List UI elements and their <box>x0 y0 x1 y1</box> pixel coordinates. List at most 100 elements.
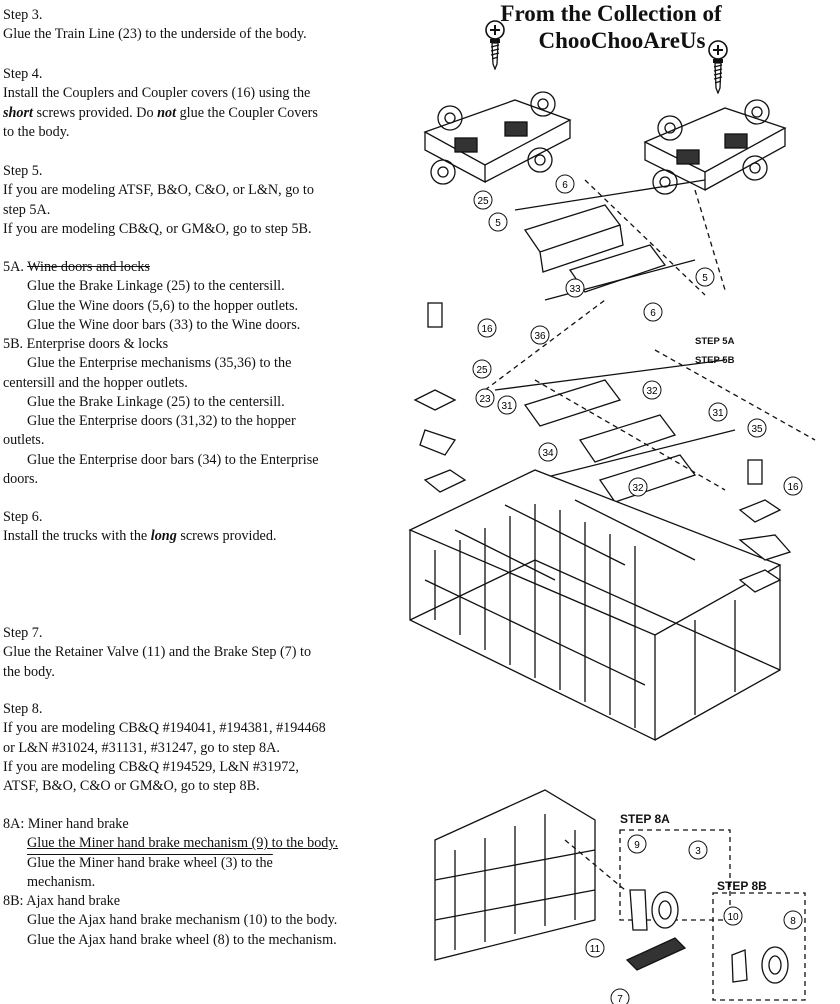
step-5-line-2: step 5A. <box>3 201 51 218</box>
screw-icon <box>485 20 505 70</box>
step-8-title: Step 8. <box>3 701 43 717</box>
step-8: Step 8. If you are modeling CB&Q #194041… <box>3 700 403 796</box>
callout-35-label: 35 <box>751 424 763 435</box>
callout-33: 33 <box>565 278 585 298</box>
step-5: Step 5. If you are modeling ATSF, B&O, C… <box>3 162 403 239</box>
step-5b-line-3: Glue the Brake Linkage (25) to the cente… <box>27 393 285 410</box>
truck-left <box>423 91 572 185</box>
step-5b-line-5: outlets. <box>3 432 45 449</box>
callout-5-label: 5 <box>495 218 501 229</box>
step-4-line-2: short screws provided. Do not glue the C… <box>3 104 403 123</box>
screw-icon <box>708 40 728 94</box>
callout-16b-label: 16 <box>787 482 799 493</box>
callout-31: 31 <box>497 395 517 415</box>
step-8b-line-1: Glue the Ajax hand brake mechanism (10) … <box>27 912 338 929</box>
callout-23: 23 <box>475 388 495 408</box>
callout-33-label: 33 <box>569 284 581 295</box>
step-5b-title: 5B. Enterprise doors & locks <box>3 336 169 352</box>
step-4-line-2b: screws provided. Do <box>32 104 158 121</box>
callout-36: 36 <box>530 325 550 345</box>
step-3: Step 3. Glue the Train Line (23) to the … <box>3 6 403 45</box>
step-3-title: Step 3. <box>3 7 43 23</box>
step-7: Step 7. Glue the Retainer Valve (11) and… <box>3 624 403 682</box>
step-5b-line-1: Glue the Enterprise mechanisms (35,36) t… <box>27 355 292 372</box>
callout-25b-label: 25 <box>476 365 488 376</box>
emph-short: short <box>3 104 33 121</box>
step-7-line-2: the body. <box>3 663 55 680</box>
step-8b: 8B: Ajax hand brake Glue the Ajax hand b… <box>3 892 403 950</box>
exploded-assembly-diagram: 25 5 6 33 5 6 16 36 25 23 31 32 31 35 34… <box>408 91 816 1004</box>
callout-31b-label: 31 <box>712 408 724 419</box>
step-5a-title: 5A. Wine doors and locks <box>3 258 403 277</box>
step-5b-line-2: centersill and the hopper outlets. <box>3 374 188 391</box>
step-6: Step 6. Install the trucks with the long… <box>3 508 403 547</box>
callout-16-top: 16 <box>477 318 497 338</box>
step-3-line: Glue the Train Line (23) to the undersid… <box>3 26 307 43</box>
step-6-line-c: screws provided. <box>176 528 277 545</box>
step-5a-line-3: Glue the Wine door bars (33) to the Wine… <box>27 316 301 333</box>
step-8a-title: 8A: Miner hand brake <box>3 816 129 832</box>
step-7-line-1: Glue the Retainer Valve (11) and the Bra… <box>3 644 312 661</box>
car-end-view <box>434 789 596 961</box>
step-8-line-1: If you are modeling CB&Q #194041, #19438… <box>3 720 326 737</box>
step-5a-heading: Wine doors and locks <box>27 259 150 275</box>
callout-3-label: 3 <box>695 846 701 857</box>
label-step-8a: STEP 8A <box>620 812 670 826</box>
callout-8: 8 <box>783 910 803 930</box>
step-6-line: Install the trucks with the long screws … <box>3 527 403 546</box>
step-5b-line-6: Glue the Enterprise door bars (34) to th… <box>27 451 319 468</box>
callout-32-label: 32 <box>646 386 658 397</box>
callout-32-top: 32 <box>642 380 662 400</box>
step-5a-prefix: 5A. <box>3 259 28 275</box>
step-5-line-3: If you are modeling CB&Q, or GM&O, go to… <box>3 220 312 237</box>
callouts: 25 5 6 33 5 6 16 36 25 23 31 32 31 35 34… <box>472 174 803 1004</box>
callout-7-label: 7 <box>617 994 623 1004</box>
callout-25-b: 25 <box>472 359 492 379</box>
step-5b: 5B. Enterprise doors & locks Glue the En… <box>3 335 403 489</box>
callout-34-label: 34 <box>542 448 554 459</box>
step-6-title: Step 6. <box>3 509 43 525</box>
hand-brake-parts <box>625 889 789 984</box>
step-8a: 8A: Miner hand brake Glue the Miner hand… <box>3 815 403 892</box>
step-8-line-3: If you are modeling CB&Q #194529, L&N #3… <box>3 758 299 775</box>
coupler-right <box>738 459 792 593</box>
collection-header: From the Collection of ChooChooAreUs <box>466 0 756 54</box>
step-8-line-4: ATSF, B&O, C&O or GM&O, go to step 8B. <box>3 778 260 795</box>
callout-8-label: 8 <box>790 916 796 927</box>
step-4-line-2d: glue the Coupler Covers <box>176 104 318 121</box>
callout-6-label: 6 <box>562 180 568 191</box>
callout-6-top: 6 <box>555 174 575 194</box>
step-8b-line-2: Glue the Ajax hand brake wheel (8) to th… <box>27 931 337 948</box>
callout-3: 3 <box>688 840 708 860</box>
step-8a-line-3: mechanism. <box>27 873 96 890</box>
emph-not: not <box>157 104 177 121</box>
step-8a-line-2: Glue the Miner hand brake wheel (3) to t… <box>27 854 273 871</box>
callout-16-b: 16 <box>783 476 803 496</box>
step-4: Step 4. Install the Couplers and Coupler… <box>3 65 403 142</box>
callout-11-label: 11 <box>590 944 601 955</box>
emph-long: long <box>150 528 177 545</box>
step-8a-line-1: Glue the Miner hand brake mechanism (9) … <box>27 835 339 852</box>
step-5-title: Step 5. <box>3 163 43 179</box>
header-line-1: From the Collection of <box>500 1 722 26</box>
label-step-5a: STEP 5A <box>695 336 735 347</box>
step-5a: 5A. Wine doors and locks Glue the Brake … <box>3 258 403 335</box>
callout-16-label: 16 <box>481 324 493 335</box>
callout-5b-label: 5 <box>702 273 708 284</box>
step-4-line-1: Install the Couplers and Coupler covers … <box>3 85 311 102</box>
callout-31-b: 31 <box>708 402 728 422</box>
callout-32-b: 32 <box>628 477 648 497</box>
step-8-line-2: or L&N #31024, #31131, #31247, go to ste… <box>3 739 280 756</box>
step-4-title: Step 4. <box>3 66 43 82</box>
callout-9-label: 9 <box>634 840 640 851</box>
callout-5-mid: 5 <box>695 267 715 287</box>
callout-34: 34 <box>538 442 558 462</box>
label-step-5b: STEP 5B <box>695 355 735 366</box>
step-labels: STEP 5A STEP 5B STEP 8A STEP 8B <box>620 336 767 893</box>
coupler-left <box>413 302 467 493</box>
wine-doors-group <box>514 179 706 301</box>
enterprise-doors-group <box>494 359 736 503</box>
callout-7: 7 <box>610 988 630 1004</box>
callout-23-label: 23 <box>479 394 491 405</box>
leader-lines <box>484 179 816 1001</box>
